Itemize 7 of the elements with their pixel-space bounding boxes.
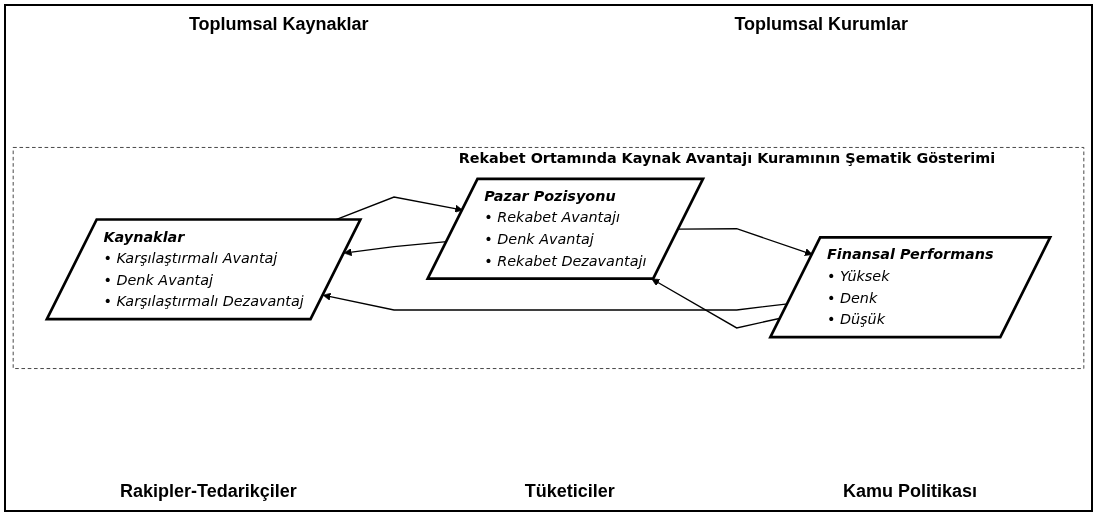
cluster: [12, 147, 1085, 369]
label-text: Tüketiciler: [524, 481, 615, 502]
label-text: Toplumsal Kurumlar: [734, 14, 909, 35]
label-text: Toplumsal Kaynaklar: [188, 14, 369, 35]
label-text: Kamu Politikası: [842, 481, 977, 502]
label-text: Rakipler-Tedarikçiler: [120, 481, 297, 502]
outer-frame: Toplumsal Kaynaklar Toplumsal Kurumlar Rekabet Ortamında Kaynak Avantajı Kuramının Şematik Gösterimi Kaynaklar • Karşılaştırmalı Avantaj • Denk Avantaj • Karşılaştırmalı Dezavantaj Pazar Pozisyonu • Rekabet Avantajı • Denk Avantaj • Rekabet Dezavantajı Finansal Performans • Yüksek • Denk • Düşük Rakipler-Tedarikçiler Tüketiciler Kamu Politikası: [4, 4, 1093, 512]
